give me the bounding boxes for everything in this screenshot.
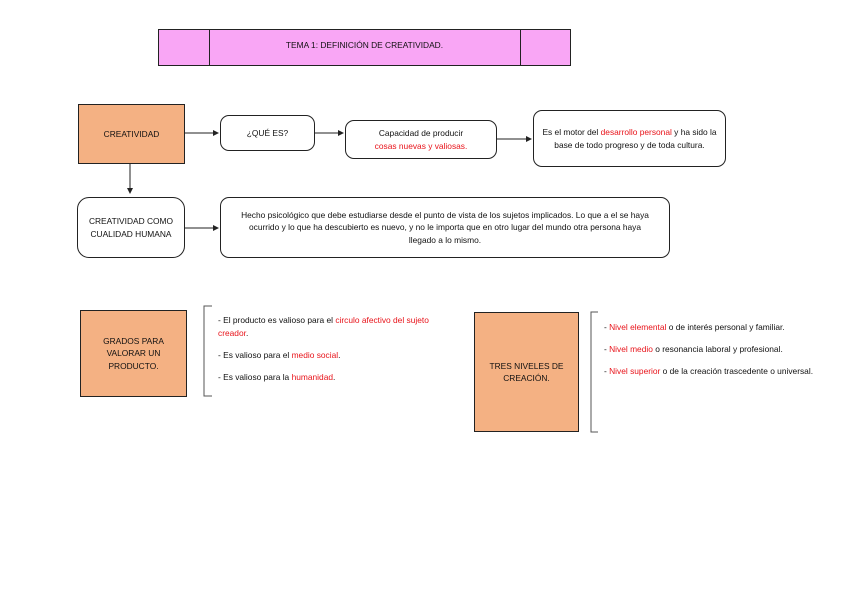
title-bar: TEMA 1: DEFINICIÓN DE CREATIVIDAD.	[158, 29, 571, 66]
list-item: - Es valioso para la humanidad.	[218, 372, 336, 383]
niveles-box: TRES NIVELES DE CREACIÓN.	[474, 312, 579, 432]
cualidad-label: CREATIVIDAD COMO CUALIDAD HUMANA	[88, 215, 174, 239]
motor-highlight: desarrollo personal	[600, 126, 672, 137]
brace-grados	[203, 305, 212, 397]
capacidad-box: Capacidad de producir cosas nuevas y val…	[345, 120, 497, 159]
cualidad-box: CREATIVIDAD COMO CUALIDAD HUMANA	[77, 197, 185, 258]
que-es-box: ¿QUÉ ES?	[220, 115, 315, 151]
grados-list: - El producto es valioso para el circulo…	[218, 314, 453, 393]
brace-niveles	[590, 311, 598, 433]
page-title: TEMA 1: DEFINICIÓN DE CREATIVIDAD.	[285, 40, 444, 50]
list-item: - Nivel medio o resonancia laboral y pro…	[604, 344, 783, 355]
capacidad-highlight: cosas nuevas y valiosas.	[374, 140, 468, 151]
niveles-list: - Nivel elemental o de interés personal …	[604, 321, 819, 387]
niveles-label: TRES NIVELES DE CREACIÓN.	[489, 360, 564, 383]
que-es-label: ¿QUÉ ES?	[246, 127, 289, 138]
motor-text-post: y ha sido la base de todo progreso y de …	[554, 126, 717, 150]
capacidad-text: Capacidad de producir	[378, 127, 464, 138]
list-item: - El producto es valioso para el circulo…	[218, 315, 429, 339]
title-divider-left	[209, 30, 210, 65]
list-item: - Es valioso para el medio social.	[218, 350, 341, 361]
list-item: - Nivel superior o de la creación trasce…	[604, 366, 814, 377]
motor-text-pre: Es el motor del	[542, 126, 601, 137]
hecho-text: Hecho psicológico que debe estudiarse de…	[241, 209, 649, 245]
motor-box: Es el motor del desarrollo personal y ha…	[533, 110, 726, 167]
hecho-box: Hecho psicológico que debe estudiarse de…	[220, 197, 670, 258]
grados-label: GRADOS PARA VALORAR UN PRODUCTO.	[103, 336, 164, 371]
creatividad-box: CREATIVIDAD	[78, 104, 185, 164]
grados-box: GRADOS PARA VALORAR UN PRODUCTO.	[80, 310, 187, 397]
title-divider-right	[520, 30, 521, 65]
creatividad-label: CREATIVIDAD	[103, 128, 160, 139]
list-item: - Nivel elemental o de interés personal …	[604, 322, 785, 332]
